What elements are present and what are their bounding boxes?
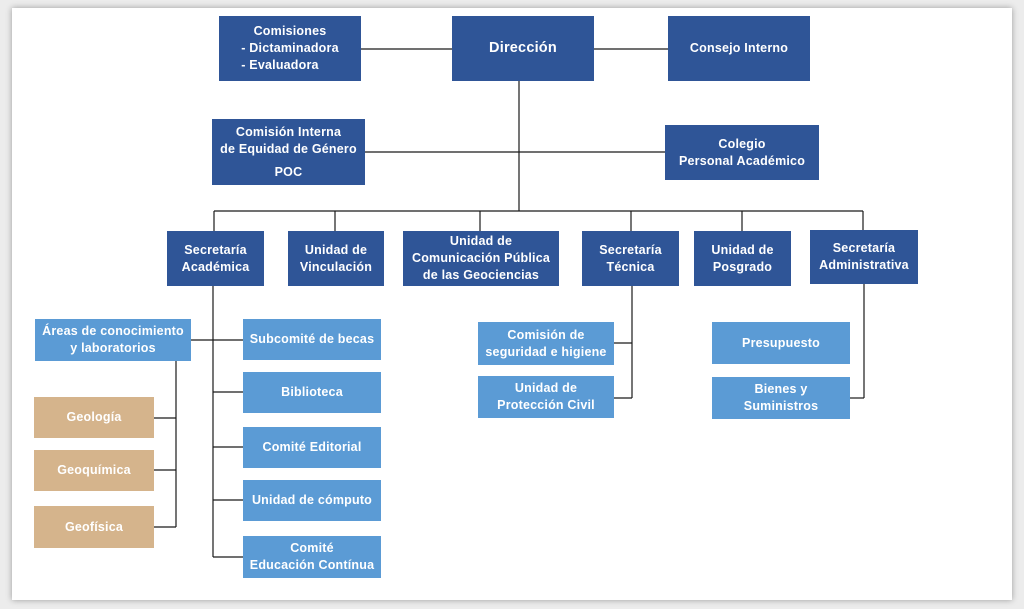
proteccion-civil-line1: Unidad de: [514, 381, 578, 395]
org-chart-frame: [12, 8, 1012, 600]
geofisica-box: Geofísica: [34, 506, 154, 548]
secretaria-tecnica-line2: Técnica: [606, 259, 655, 274]
geologia-box: Geología: [34, 397, 154, 438]
presupuesto-box: Presupuesto: [712, 322, 850, 364]
comisiones-title: Comisiones: [253, 24, 327, 38]
geoquimica-label: Geoquímica: [57, 463, 131, 477]
comite-educacion-line2: Educación Contínua: [249, 558, 375, 572]
bienes-suministros-line2: Suministros: [743, 399, 819, 413]
geoquimica-box: Geoquímica: [34, 450, 154, 491]
unidad-vinculacion-line2: Vinculación: [299, 259, 373, 274]
secretaria-tecnica-line1: Secretaría: [599, 242, 662, 257]
areas-conocimiento-box: Áreas de conocimiento y laboratorios: [35, 319, 191, 361]
comision-seguridad-line1: Comisión de: [507, 327, 585, 342]
comision-equidad-line2: de Equidad de Género: [220, 141, 357, 156]
subcomite-becas-box: Subcomité de becas: [243, 319, 381, 360]
comision-equidad-line3: POC: [274, 164, 303, 179]
unidad-comunicacion-line2: Comunicación Pública: [411, 251, 551, 265]
unidad-comunicacion-line3: de las Geociencias: [422, 268, 540, 282]
secretaria-tecnica-box: Secretaría Técnica: [582, 231, 679, 286]
secretaria-administrativa-line2: Administrativa: [819, 258, 909, 272]
comite-educacion-line1: Comité: [290, 541, 334, 555]
unidad-comunicacion-box: Unidad de Comunicación Pública de las Ge…: [403, 231, 559, 286]
unidad-computo-label: Unidad de cómputo: [251, 493, 373, 507]
secretaria-academica-line1: Secretaría: [184, 242, 247, 257]
comite-editorial-label: Comité Editorial: [262, 440, 362, 454]
geofisica-label: Geofísica: [64, 519, 124, 534]
unidad-posgrado-box: Unidad de Posgrado: [694, 231, 791, 286]
comision-seguridad-line2: seguridad e higiene: [485, 344, 607, 359]
direccion-label: Dirección: [489, 40, 557, 56]
geologia-label: Geología: [66, 410, 122, 424]
unidad-posgrado-line1: Unidad de: [711, 242, 774, 257]
unidad-vinculacion-box: Unidad de Vinculación: [288, 231, 384, 286]
unidad-posgrado-line2: Posgrado: [712, 259, 773, 274]
unidad-computo-box: Unidad de cómputo: [243, 480, 381, 521]
comisiones-box: Comisiones - Dictaminadora - Evaluadora: [219, 16, 361, 81]
consejo-interno-label: Consejo Interno: [689, 41, 789, 55]
direccion-box: Dirección: [452, 16, 594, 81]
colegio-line1: Colegio: [718, 136, 766, 151]
secretaria-academica-line2: Académica: [181, 259, 250, 274]
biblioteca-label: Biblioteca: [281, 385, 343, 399]
proteccion-civil-box: Unidad de Protección Civil: [478, 376, 614, 418]
bienes-suministros-box: Bienes y Suministros: [712, 377, 850, 419]
secretaria-administrativa-box: Secretaría Administrativa: [810, 230, 918, 284]
presupuesto-label: Presupuesto: [742, 335, 820, 350]
subcomite-becas-label: Subcomité de becas: [249, 332, 375, 346]
bienes-suministros-line1: Bienes y: [754, 382, 808, 396]
colegio-line2: Personal Académico: [678, 153, 806, 168]
colegio-box: Colegio Personal Académico: [665, 125, 819, 180]
comisiones-item-dictaminadora: - Dictaminadora: [241, 41, 339, 55]
areas-conocimiento-line2: y laboratorios: [70, 341, 156, 355]
comision-seguridad-box: Comisión de seguridad e higiene: [478, 322, 614, 365]
proteccion-civil-line2: Protección Civil: [497, 398, 595, 412]
comite-editorial-box: Comité Editorial: [243, 427, 381, 468]
biblioteca-box: Biblioteca: [243, 372, 381, 413]
unidad-vinculacion-line1: Unidad de: [304, 242, 368, 257]
consejo-interno-box: Consejo Interno: [668, 16, 810, 81]
secretaria-administrativa-line1: Secretaría: [832, 241, 896, 255]
comisiones-item-evaluadora: - Evaluadora: [241, 58, 319, 72]
areas-conocimiento-line1: Áreas de conocimiento: [42, 324, 184, 338]
unidad-comunicacion-line1: Unidad de: [449, 234, 513, 248]
secretaria-academica-box: Secretaría Académica: [167, 231, 264, 286]
comision-equidad-box: Comisión Interna de Equidad de Género PO…: [212, 119, 365, 185]
comision-equidad-line1: Comisión Interna: [235, 124, 342, 139]
